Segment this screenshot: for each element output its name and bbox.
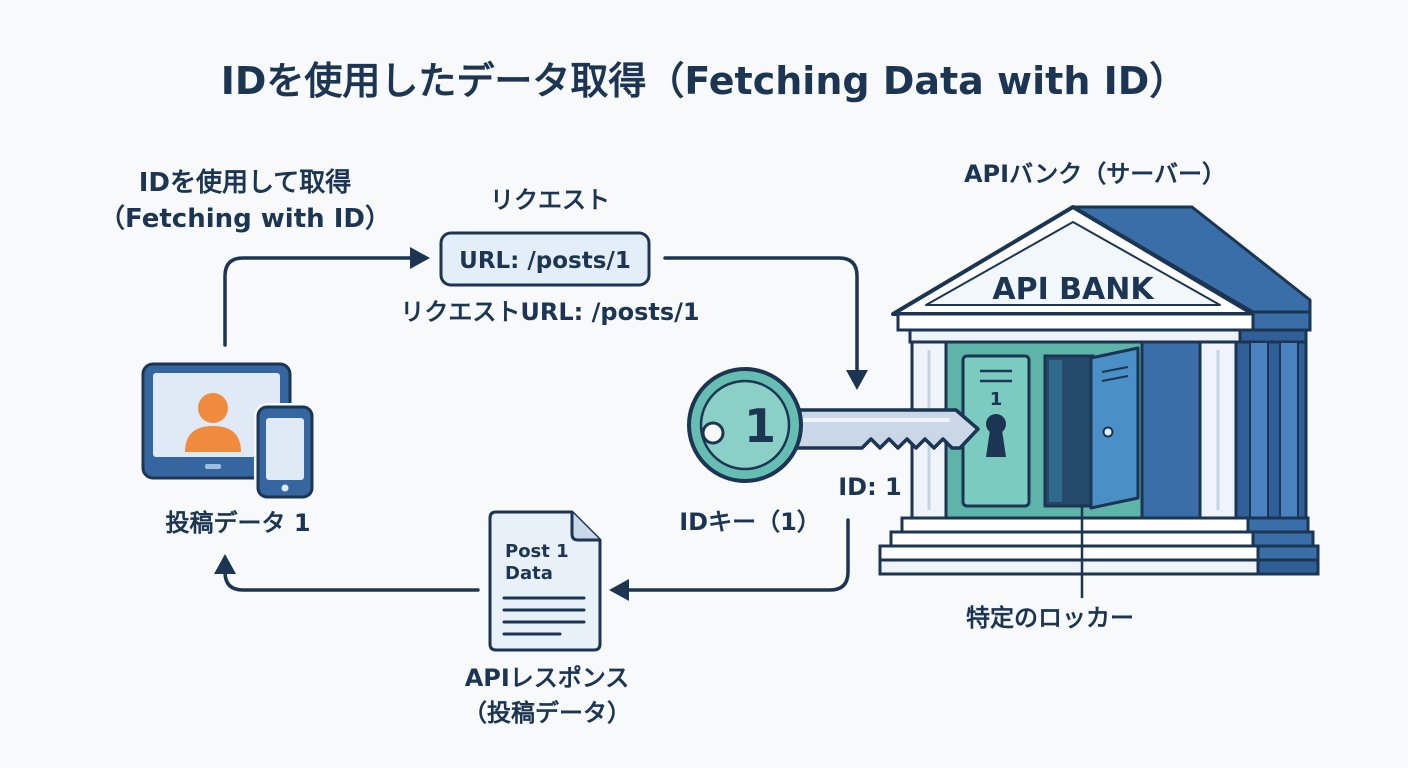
key-id-label: ID: 1 xyxy=(838,473,902,501)
bank-column-right xyxy=(1198,340,1238,520)
avatar-head xyxy=(198,393,228,423)
bank-frieze xyxy=(908,328,1242,344)
side-column xyxy=(1249,341,1269,519)
door-vent xyxy=(1101,375,1129,382)
document-fold xyxy=(570,512,600,542)
response-arrow-document-to-client xyxy=(214,554,480,592)
response-arrow-server-to-document xyxy=(609,518,850,601)
locker-number: 1 xyxy=(990,389,1003,410)
arrowhead-right xyxy=(410,247,430,269)
smartphone-icon xyxy=(254,403,316,501)
step-side xyxy=(1256,544,1320,562)
side-column xyxy=(1279,341,1299,519)
url-box-frame xyxy=(439,231,651,287)
phone-home-button xyxy=(281,484,289,492)
arrowhead-left xyxy=(609,579,629,601)
step-side xyxy=(1251,530,1315,548)
arrow-line xyxy=(223,570,480,592)
bank-side-wall xyxy=(1234,340,1308,520)
request-arrow-client-to-url xyxy=(223,247,430,347)
arrow-line xyxy=(663,256,859,374)
key-blade xyxy=(788,408,980,450)
request-url-box: URL: /posts/1 xyxy=(439,231,651,287)
locker-interior-shade xyxy=(1049,360,1062,502)
document-text-lines xyxy=(502,596,586,636)
bank-pediment-inner xyxy=(925,221,1221,306)
id-key-icon: 1 xyxy=(687,367,980,483)
request-url-text: URL: /posts/1 xyxy=(459,248,631,274)
step xyxy=(889,530,1255,548)
request-arrow-url-to-key xyxy=(663,256,868,390)
client-device-icon xyxy=(141,362,316,501)
monitor-indicator xyxy=(205,464,221,469)
step-side xyxy=(1256,558,1320,576)
step xyxy=(878,558,1260,576)
response-document-icon: Post 1 Data xyxy=(488,510,602,652)
bank-entablature xyxy=(896,312,1255,332)
key-caption: IDキー（1） xyxy=(679,508,821,536)
server-label: APIバンク（サーバー） xyxy=(963,160,1227,188)
locker-1: 1 xyxy=(961,354,1031,508)
locker-door-open xyxy=(1089,346,1140,510)
page-title: IDを使用したデータ取得（Fetching Data with ID） xyxy=(220,59,1188,103)
bank-sign-text: API BANK xyxy=(992,272,1155,307)
document-page xyxy=(488,510,602,652)
request-label: リクエスト xyxy=(490,186,610,214)
bank-wall-blue xyxy=(1140,340,1202,520)
door-knob-icon xyxy=(1102,426,1114,438)
client-data-caption: 投稿データ 1 xyxy=(165,509,311,537)
document-title-line2: Data xyxy=(505,563,553,584)
door-panel xyxy=(1089,346,1140,510)
phone-screen xyxy=(266,418,304,480)
keyhole-icon xyxy=(986,414,1006,457)
bank-entablature-side xyxy=(1251,310,1312,332)
avatar-body xyxy=(185,426,241,452)
arrowhead-up xyxy=(214,554,236,574)
bank-frieze-side xyxy=(1238,328,1308,344)
arrow-line xyxy=(625,518,850,592)
key-ring-hole xyxy=(701,421,725,445)
response-label-line2: （投稿データ） xyxy=(463,699,631,727)
step-side xyxy=(1246,516,1310,534)
client-label-line2: （Fetching with ID） xyxy=(99,204,391,234)
request-url-caption: リクエストURL: /posts/1 xyxy=(400,298,700,326)
arrowhead-down xyxy=(846,370,868,390)
step xyxy=(878,544,1260,562)
response-label-line1: APIレスポンス xyxy=(464,664,630,692)
arrow-line xyxy=(223,256,416,347)
api-bank-server-icon: API BANK xyxy=(878,205,1320,576)
door-vent xyxy=(1101,366,1129,373)
client-label-line1: IDを使用して取得 xyxy=(138,168,352,198)
key-head-inner xyxy=(699,379,791,471)
open-locker xyxy=(1043,346,1140,510)
bank-steps xyxy=(878,516,1320,576)
step xyxy=(900,516,1250,534)
key-number: 1 xyxy=(744,399,776,453)
document-title-line1: Post 1 xyxy=(505,541,569,562)
user-avatar-icon xyxy=(185,393,241,452)
locker-caption: 特定のロッカー xyxy=(966,604,1134,632)
